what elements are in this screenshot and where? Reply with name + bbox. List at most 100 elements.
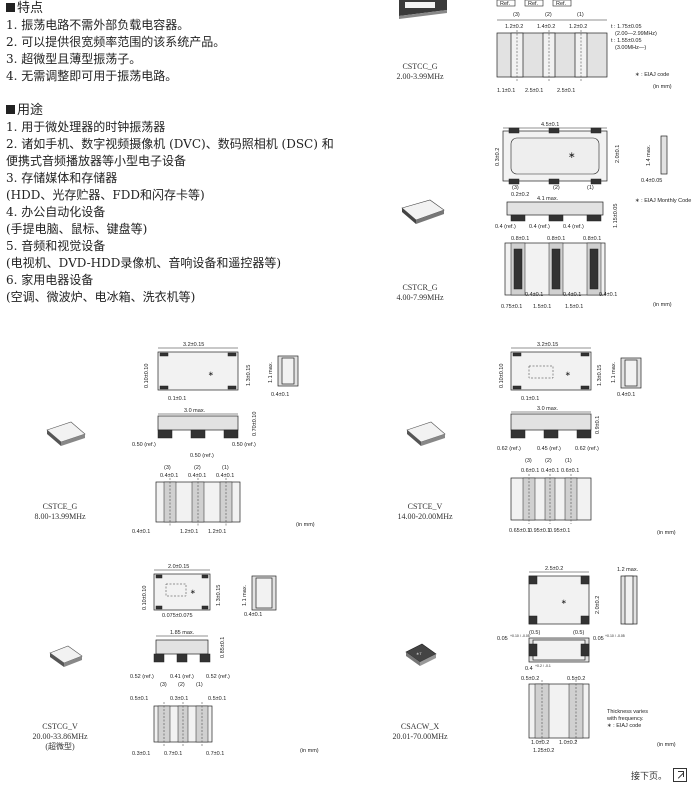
dimension-label: 1.2±0.1 xyxy=(208,529,226,535)
square-bullet-icon xyxy=(6,3,15,12)
dimension-label: +0.2 / -0.1 xyxy=(535,664,551,668)
dimension-label: 0.5±0.2 xyxy=(521,676,539,682)
dimension-label: 0.5±0.2 xyxy=(567,676,585,682)
cstce-v-drawing: 3.2±0.15 ∗ 0.10±0.10 0.1±0.1 1.3±0.15 1.… xyxy=(497,342,676,536)
dimension-label: 1.4±0.2 xyxy=(537,24,555,30)
pin-label: (3) xyxy=(164,465,171,471)
dimension-label: 0.7±0.1 xyxy=(164,751,182,757)
pin-label: (2) xyxy=(545,12,552,18)
dimension-label: 3.2±0.15 xyxy=(537,342,558,348)
dimension-label: 0.10±0.10 xyxy=(142,586,148,610)
cstcr-drawing: 4.5±0.1 ∗ 0.3±0.2 2.0±0.1 (3) (2) (1) 0.… xyxy=(495,122,691,310)
dimension-label: 0.85±0.1 xyxy=(220,637,226,658)
dimension-label: 0.4±0.1 xyxy=(525,292,543,298)
next-page-arrow-icon[interactable] xyxy=(673,768,687,782)
dimension-label: 4.1 max. xyxy=(537,196,559,202)
note-label: Thickness varies xyxy=(607,709,648,715)
dimension-label: 0.6±0.1 xyxy=(561,468,579,474)
list-item: 3. 存储媒体和存储器 xyxy=(6,171,118,185)
unit-label: (in mm) xyxy=(653,302,672,308)
product-name: CSTCG_V xyxy=(42,722,78,731)
dimension-label: 0.5±0.1 xyxy=(130,696,148,702)
dimension-label: 0.4±0.1 xyxy=(271,392,289,398)
dimension-label: 0.4 (ref.) xyxy=(563,224,584,230)
list-item: (空调、微波炉、电冰箱、洗衣机等) xyxy=(6,290,196,304)
dimension-label: 0.4±0.1 xyxy=(160,473,178,479)
dimension-label: 0.3±0.1 xyxy=(132,751,150,757)
dimension-label: 0.5±0.1 xyxy=(208,696,226,702)
product-name: CSTCR_G xyxy=(402,283,438,292)
product-name: CSACW_X xyxy=(400,722,440,731)
cstcr-caption: CSTCR_G 4.00-7.99MHz xyxy=(380,283,460,303)
unit-label: (in mm) xyxy=(657,530,676,536)
dimension-label: 0.8±0.1 xyxy=(547,236,565,242)
dimension-label: 0.50 (ref.) xyxy=(132,442,156,448)
svg-text:∗: ∗ xyxy=(190,589,196,596)
dimension-label: 1.2±0.1 xyxy=(180,529,198,535)
pin-label: (3) xyxy=(160,682,167,688)
dimension-label: 0.6±0.1 xyxy=(521,468,539,474)
dimension-label: 0.7±0.1 xyxy=(206,751,224,757)
dimension-label: 0.52 (ref.) xyxy=(206,674,230,680)
dimension-label: 0.4 xyxy=(525,666,533,672)
cstcg-v-photo xyxy=(49,645,83,667)
applications-title: 用途 xyxy=(6,102,334,119)
pin-label: (1) xyxy=(587,185,594,191)
dimension-label: 0.4 (ref.) xyxy=(495,224,516,230)
list-item: 便携式音频播放器等小型电子设备 xyxy=(6,154,187,168)
dimension-label: 1.5±0.1 xyxy=(533,304,551,310)
features-title: 特点 xyxy=(6,0,225,17)
dimension-label: 0.4±0.1 xyxy=(216,473,234,479)
pin-label: (1) xyxy=(565,458,572,464)
unit-label: (in mm) xyxy=(296,522,315,528)
pin-label: (2) xyxy=(178,682,185,688)
applications-list: 1. 用于微处理器的时钟振荡器 2. 诸如手机、数字视频摄像机 (DVC)、数码… xyxy=(6,119,334,306)
dimension-label: 1.5±0.1 xyxy=(565,304,583,310)
product-range: 14.00-20.00MHz xyxy=(397,512,453,521)
dimension-label: 1.0±0.2 xyxy=(559,740,577,746)
dimension-label: 1.25±0.2 xyxy=(533,748,554,754)
dimension-label: (0.5) xyxy=(573,630,584,636)
dimension-label: 1.2±0.2 xyxy=(505,24,523,30)
dimension-label: 0.70±0.10 xyxy=(252,412,258,436)
list-item: 3. 超微型且薄型振荡子。 xyxy=(6,52,142,66)
product-range: 2.00-3.99MHz xyxy=(396,72,444,81)
pin-label: (2) xyxy=(553,185,560,191)
dimension-label: 0.62 (ref.) xyxy=(575,446,599,452)
pin-label: (2) xyxy=(194,465,201,471)
cstcg-v-caption: CSTCG_V 20.00-33.86MHz (超微型) xyxy=(20,722,100,752)
next-page-label: 接下页。 xyxy=(630,771,667,782)
note-label: t : 1.55±0.05 xyxy=(611,38,642,44)
dimension-label: 0.4±0.1 xyxy=(132,529,150,535)
dimension-label: 0.62 (ref.) xyxy=(497,446,521,452)
dimension-label: 1.0±0.2 xyxy=(531,740,549,746)
dimension-label: 1.3±0.15 xyxy=(597,365,603,386)
features-list: 1. 振荡电路不需外部负载电容器。 2. 可以提供很宽频率范围的该系统产品。 3… xyxy=(6,17,225,85)
cstce-g-photo xyxy=(46,421,86,446)
dimension-label: 1.1 max. xyxy=(611,361,617,383)
dimension-label: 0.75±0.1 xyxy=(501,304,522,310)
dimension-label: 0.1±0.1 xyxy=(168,396,186,402)
pin-label: (1) xyxy=(577,12,584,18)
dimension-label: 3.0 max. xyxy=(537,406,559,412)
pin-label: (3) xyxy=(513,12,520,18)
eiaj-note: ∗ : EIAJ Monthly Code xyxy=(635,198,691,204)
dimension-label: (0.5) xyxy=(529,630,540,636)
dimension-label: 0.1±0.1 xyxy=(521,396,539,402)
svg-text:∗: ∗ xyxy=(208,371,214,378)
unit-label: (in mm) xyxy=(300,748,319,754)
dimension-label: 0.4±0.1 xyxy=(244,612,262,618)
product-range: 20.00-33.86MHz xyxy=(32,732,88,741)
dimension-label: 0.05 xyxy=(497,636,508,642)
dimension-label: 2.0±0.1 xyxy=(615,145,621,163)
note-label: t : 1.75±0.05 xyxy=(611,24,642,30)
dimension-label: 0.4 (ref.) xyxy=(529,224,550,230)
list-item: (手提电脑、鼠标、键盘等) xyxy=(6,222,148,236)
cstcr-photo xyxy=(401,199,445,224)
svg-text:∗: ∗ xyxy=(568,150,576,160)
dimension-label: 0.075±0.075 xyxy=(162,613,193,619)
dimension-label: 2.5±0.1 xyxy=(557,88,575,94)
cstcc-caption: CSTCC_G 2.00-3.99MHz xyxy=(380,62,460,82)
product-name: CSTCE_G xyxy=(42,502,78,511)
dimension-label: 0.4±0.1 xyxy=(563,292,581,298)
